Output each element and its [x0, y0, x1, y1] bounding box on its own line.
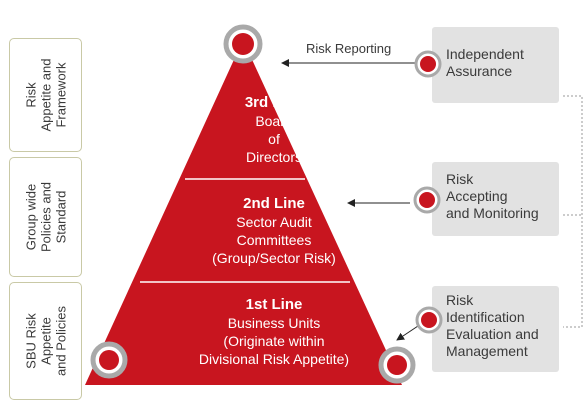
- right-box-label: Risk Accepting and Monitoring: [446, 171, 539, 221]
- tier-third-line: 3rd Line Board of Directors: [114, 94, 434, 166]
- tier-title: 3rd Line: [244, 94, 304, 111]
- bottom-right-circle-icon: [378, 346, 416, 384]
- left-box-sbu-risk: SBU Risk Appetite and Policies: [9, 282, 82, 400]
- tier-body: Business Units (Originate within Divisio…: [198, 315, 350, 367]
- left-box-label: Group wide Policies and Standard: [23, 181, 68, 253]
- tier-body: Sector Audit Committees (Group/Sector Ri…: [212, 214, 336, 266]
- risk-pyramid: [85, 40, 402, 385]
- dashed-connector: [563, 95, 583, 328]
- left-box-risk-appetite: Risk Appetite and Framework: [9, 38, 82, 152]
- right-box-label: Independent Assurance: [446, 46, 524, 79]
- right-box-label: Risk Identification Evaluation and Manag…: [446, 292, 539, 359]
- right-box-independent-assurance: Independent Assurance: [432, 27, 559, 103]
- right-box-risk-identification: Risk Identification Evaluation and Manag…: [432, 286, 559, 372]
- management-arrow: [396, 325, 419, 341]
- tier-title: 1st Line: [245, 296, 303, 313]
- right-box-risk-accepting: Risk Accepting and Monitoring: [432, 162, 559, 236]
- tier-title: 2nd Line: [243, 195, 305, 212]
- tier-body: Board of Directors: [245, 113, 302, 165]
- risk-reporting-label: Risk Reporting: [306, 41, 392, 56]
- left-box-label: Risk Appetite and Framework: [23, 58, 68, 132]
- tier-second-line: 2nd Line Sector Audit Committees (Group/…: [114, 195, 434, 267]
- left-box-group-policies: Group wide Policies and Standard: [9, 157, 82, 277]
- bottom-left-circle-icon: [90, 341, 128, 379]
- tier-first-line: 1st Line Business Units (Originate withi…: [114, 296, 434, 368]
- left-box-label: SBU Risk Appetite and Policies: [23, 305, 68, 377]
- top-circle-icon: [223, 24, 263, 64]
